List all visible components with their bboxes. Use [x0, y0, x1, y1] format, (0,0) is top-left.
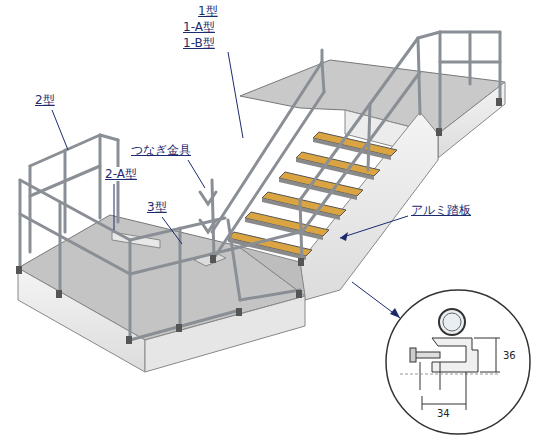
type-label: 2型: [34, 93, 56, 107]
part-label: つなぎ金具: [130, 143, 192, 157]
tread-edge: [279, 178, 357, 200]
type-label: 3型: [146, 200, 168, 214]
part-label: アルミ踏板: [410, 203, 472, 217]
tread-edge: [313, 138, 391, 160]
dimension: 36: [502, 350, 517, 362]
tread-edge: [296, 158, 374, 180]
clamp-detail: [386, 290, 530, 434]
type-label: 1-A型: [182, 20, 216, 34]
type-label: 1型: [197, 4, 219, 18]
type-label: 1-B型: [182, 36, 216, 50]
leader-lines: [52, 52, 408, 318]
type-label: 2-A型: [104, 167, 138, 181]
dimension: 34: [436, 408, 451, 420]
handrail-pipes: [20, 32, 500, 340]
